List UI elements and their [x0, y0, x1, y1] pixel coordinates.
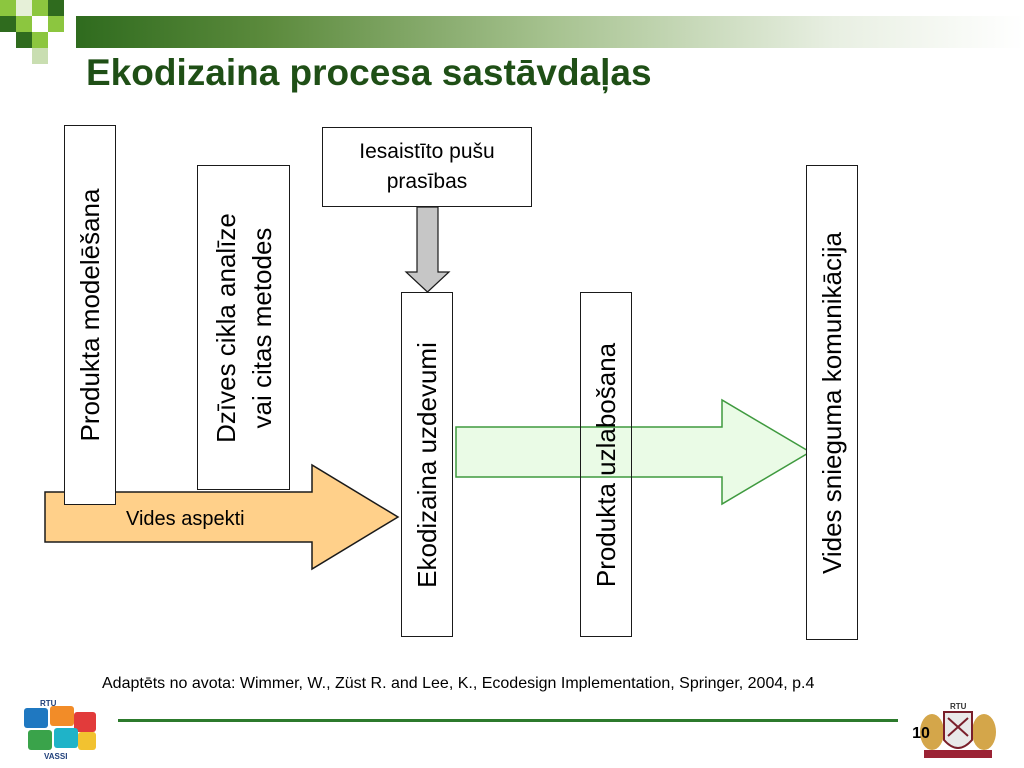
box-stakeholder-requirements-label: Iesaistīto pušu prasības — [359, 140, 495, 193]
box-performance-communication: Vides snieguma komunikācija — [806, 165, 858, 640]
rtu-vassi-logo: RTU VASSI — [18, 698, 100, 761]
page-number: 10 — [912, 725, 930, 742]
slide-title: Ekodizaina procesa sastāvdaļas — [86, 52, 652, 93]
left-logo-bottom-text: VASSI — [44, 752, 67, 760]
requirements-down-arrow — [404, 206, 451, 293]
box-lifecycle-analysis: Dzīves cikla analīze vai citas metodes — [197, 165, 290, 490]
box-product-improvement: Produkta uzlabošana — [580, 292, 632, 637]
environmental-aspects-label: Vides aspekti — [126, 508, 245, 530]
rtu-coat-of-arms-logo: RTU — [916, 700, 1000, 762]
footer-line — [118, 719, 898, 722]
process-flow-arrow — [455, 398, 812, 506]
right-logo-text: RTU — [950, 702, 967, 711]
box-product-modeling: Produkta modelēšana — [64, 125, 116, 505]
environmental-aspects-arrow — [44, 463, 400, 571]
header-gradient-bar — [76, 16, 1024, 48]
left-logo-top-text: RTU — [40, 699, 57, 708]
box-ecodesign-tasks: Ekodizaina uzdevumi — [401, 292, 453, 637]
source-citation: Adaptēts no avota: Wimmer, W., Züst R. a… — [102, 675, 815, 692]
box-stakeholder-requirements: Iesaistīto pušu prasības — [322, 127, 532, 207]
